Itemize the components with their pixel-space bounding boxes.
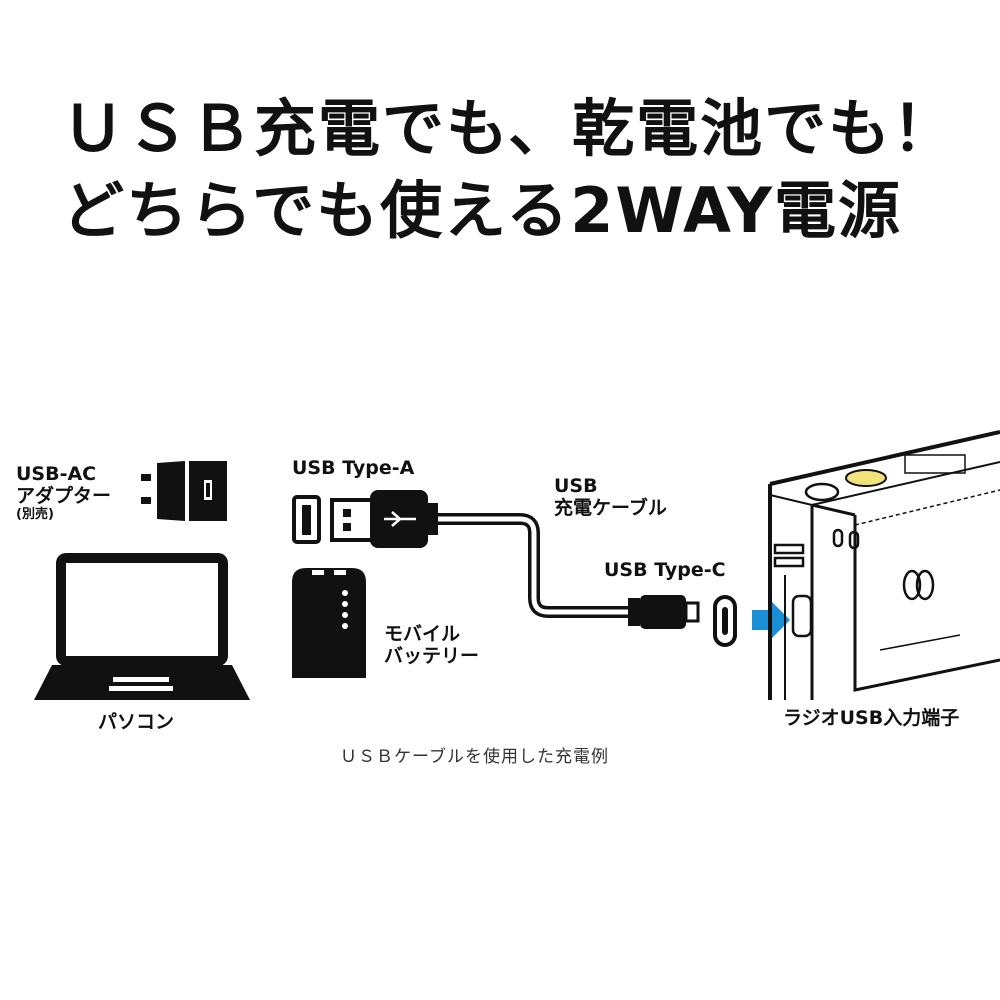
usb-cable-icon [330, 490, 700, 629]
headline-line2: どちらでも使える2WAY電源 [62, 174, 902, 247]
usb-ac-adapter-label: USB-AC アダプター (別売) [16, 463, 112, 523]
pc-label: パソコン [98, 711, 175, 733]
usb-cable-label-line2: 充電ケーブル [554, 496, 667, 519]
usb-a-port-icon [292, 495, 321, 544]
radio-usb-port-label: ラジオUSB入力端子 [783, 707, 960, 729]
usb-cable-label: USB 充電ケーブル [554, 475, 667, 520]
laptop-icon [34, 553, 250, 700]
usb-cable-label-line1: USB [554, 475, 598, 497]
radio-illustration [768, 430, 1000, 700]
headline-line1: ＵＳＢ充電でも、乾電池でも！ [62, 92, 957, 165]
battery-label-line1: モバイル [384, 623, 461, 645]
usb-type-a-label: USB Type-A [292, 457, 415, 479]
mobile-battery-label: モバイル バッテリー [384, 623, 480, 668]
usb-type-c-label: USB Type-C [604, 559, 726, 581]
battery-label-line2: バッテリー [384, 644, 480, 667]
usb-ac-label-line1: USB-AC [16, 463, 97, 485]
usb-ac-label-note: (別売) [16, 506, 54, 522]
mobile-battery-icon [292, 568, 366, 678]
caption: ＵＳＢケーブルを使用した充電例 [340, 747, 609, 767]
ac-adapter-icon [141, 461, 227, 521]
usb-c-port-icon [713, 595, 737, 647]
usb-ac-label-line2: アダプター [16, 484, 112, 507]
